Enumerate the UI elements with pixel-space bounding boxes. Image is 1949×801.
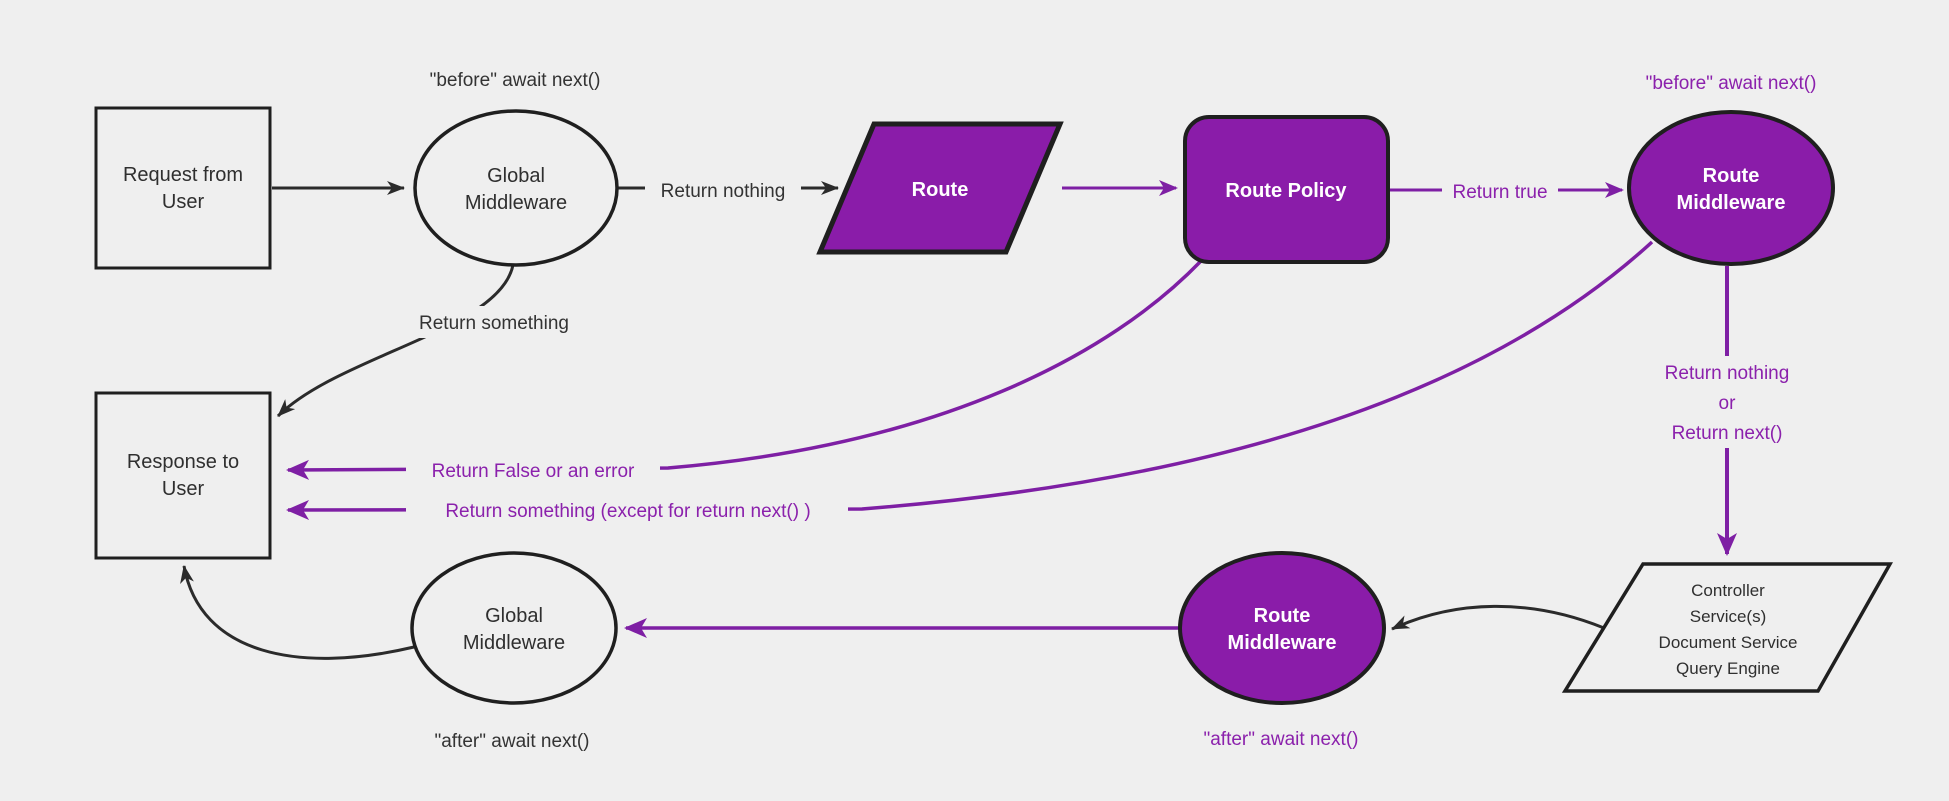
label-bg-return-something: [406, 306, 582, 338]
node-request-line2: User: [162, 191, 205, 213]
label-return-nothing-or-line3: Return next(): [1672, 423, 1783, 444]
node-route-middleware-bottom: [1178, 551, 1386, 705]
arrow-route-middleware-return-something-to-response: [286, 240, 1654, 520]
label-bg-return-something-except: [406, 495, 848, 525]
node-controller-line4: Query Engine: [1676, 659, 1780, 678]
node-response-line1: Response to: [127, 451, 239, 473]
label-before-await-top: "before" await next(): [430, 70, 601, 91]
label-before-await-right: "before" await next(): [1646, 73, 1817, 94]
node-global-middleware-top-line2: Middleware: [465, 192, 567, 214]
node-global-middleware-bottom-line2: Middleware: [463, 632, 565, 654]
node-route-middleware-bottom-line1: Route: [1254, 605, 1311, 627]
label-return-nothing: Return nothing: [661, 181, 786, 202]
node-global-middleware-bottom-line1: Global: [485, 605, 543, 627]
arrow-global-middleware-return-something-to-response: [276, 264, 515, 418]
node-route-policy-label: Route Policy: [1225, 180, 1347, 202]
node-request-line1: Request from: [123, 164, 243, 186]
node-response-line2: User: [162, 478, 205, 500]
label-return-true: Return true: [1452, 182, 1547, 203]
node-global-middleware-bottom: [410, 551, 618, 705]
label-bg-return-false: [406, 455, 660, 485]
node-route-middleware-bottom-line2: Middleware: [1228, 632, 1337, 654]
label-bg-return-nothing-or: [1650, 356, 1806, 448]
node-controller-line3: Document Service: [1659, 633, 1798, 652]
node-controller-line2: Service(s): [1690, 607, 1767, 626]
node-response-to-user: [94, 391, 272, 560]
arrow-controller-to-route-middleware-after: [1391, 604, 1605, 631]
node-controller-services: [1561, 562, 1894, 693]
arrow-global-middleware-to-response: [180, 565, 415, 660]
arrow-route-policy-return-false-to-response: [286, 259, 1203, 480]
node-route-policy: [1183, 115, 1390, 264]
node-route-middleware-top-line1: Route: [1703, 165, 1760, 187]
node-global-middleware-top: [413, 109, 619, 267]
label-return-something-except: Return something (except for return next…: [445, 501, 810, 522]
node-route-middleware-top-line2: Middleware: [1677, 192, 1786, 214]
node-route: [816, 121, 1064, 255]
node-request-from-user: [94, 106, 272, 270]
label-after-await-bottom-right: "after" await next(): [1204, 729, 1359, 750]
label-return-nothing-or-line1: Return nothing: [1665, 363, 1790, 384]
label-return-something: Return something: [419, 313, 569, 334]
node-controller-line1: Controller: [1691, 581, 1765, 600]
label-return-false-or-error: Return False or an error: [432, 461, 635, 482]
label-bg-return-nothing: [645, 174, 801, 204]
label-after-await-bottom-left: "after" await next(): [435, 731, 590, 752]
node-route-middleware-top: [1627, 110, 1835, 266]
label-return-nothing-or-line2: or: [1719, 393, 1737, 414]
node-route-label: Route: [912, 179, 969, 201]
node-global-middleware-top-line1: Global: [487, 165, 545, 187]
label-bg-return-true: [1442, 176, 1558, 206]
